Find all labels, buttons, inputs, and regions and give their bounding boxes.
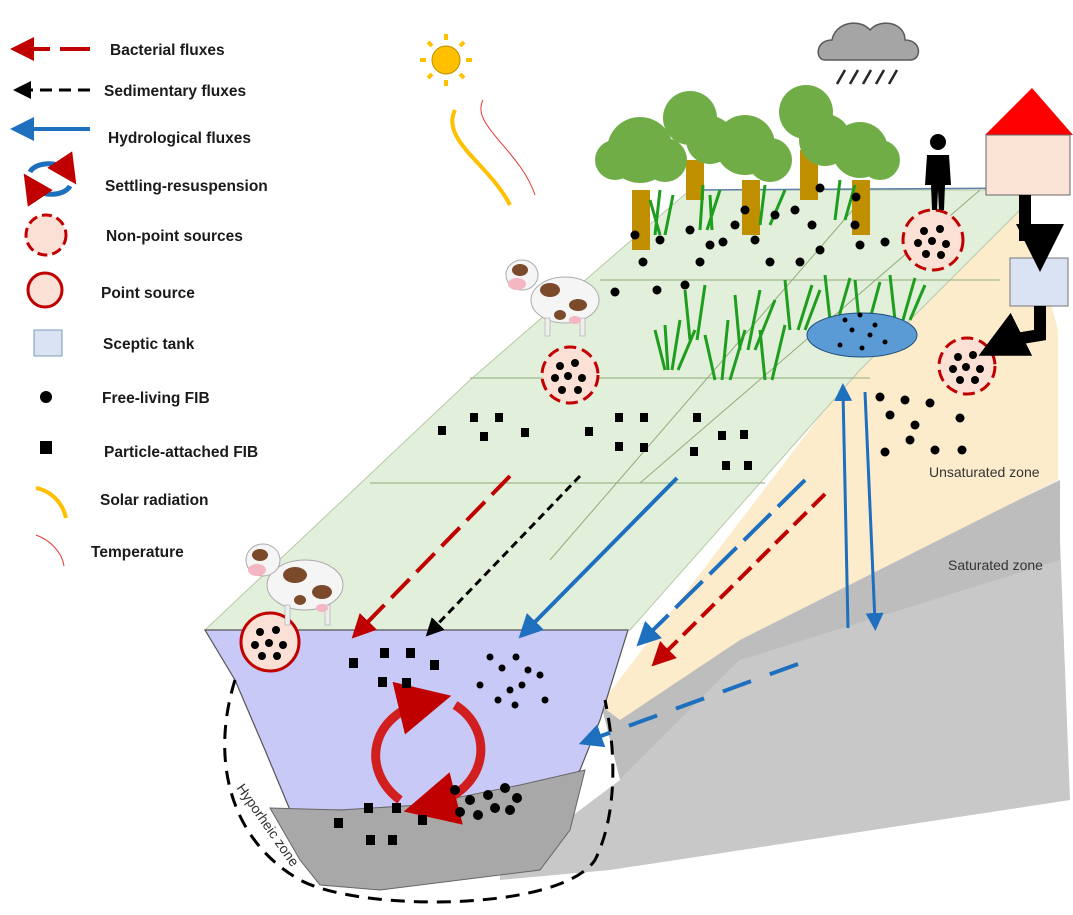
sun-icon xyxy=(420,34,472,86)
hydrological-flux-arrow-groundwater xyxy=(578,662,799,748)
person-icon xyxy=(925,134,951,210)
unsaturated-zone xyxy=(600,205,1058,720)
sedimentary-flux-arrow-field xyxy=(425,474,582,637)
legend-settling-resuspension: Settling-resuspension xyxy=(23,151,268,207)
svg-text:Sedimentary fluxes: Sedimentary fluxes xyxy=(104,83,246,100)
house-body xyxy=(985,134,1071,196)
legend-septic-tank: Sceptic tank xyxy=(33,329,195,357)
pipe-house-to-tank xyxy=(1016,195,1064,272)
pipe-tank-to-ground xyxy=(978,306,1046,356)
cow-icon-lower xyxy=(245,543,344,626)
infiltration-arrow-down xyxy=(863,391,884,631)
free-living-fib-dots xyxy=(450,183,967,820)
non-point-source-yard xyxy=(901,208,965,272)
particle-attached-fib-squares xyxy=(334,413,752,845)
legend-temperature: Temperature xyxy=(35,534,184,567)
non-point-source-markers xyxy=(239,208,997,673)
svg-text:Sceptic tank: Sceptic tank xyxy=(103,336,195,353)
svg-text:Particle-attached FIB: Particle-attached FIB xyxy=(104,444,258,461)
saturated-zone-label: Saturated zone xyxy=(948,557,1043,573)
svg-text:Point source: Point source xyxy=(101,285,195,302)
stream xyxy=(203,629,629,904)
legend-sedimentary-fluxes: Sedimentary fluxes xyxy=(13,81,246,100)
svg-text:Non-point sources: Non-point sources xyxy=(106,228,243,245)
legend-point-source: Point source xyxy=(26,271,195,309)
svg-text:Temperature: Temperature xyxy=(91,544,184,561)
non-point-source-slope xyxy=(937,336,997,396)
house-roof xyxy=(985,88,1073,135)
svg-text:Hydrological fluxes: Hydrological fluxes xyxy=(108,130,251,147)
grass xyxy=(648,179,927,381)
legend-non-point-sources: Non-point sources xyxy=(24,213,243,257)
legend-bacterial-fluxes: Bacterial fluxes xyxy=(10,37,225,61)
saturated-zone-front xyxy=(600,480,1060,780)
hyporheic-boundary xyxy=(223,679,615,904)
legend-free-living-fib: Free-living FIB xyxy=(40,390,210,407)
rain-cloud-icon xyxy=(817,22,920,85)
svg-text:Free-living FIB: Free-living FIB xyxy=(102,390,210,407)
non-point-source-field xyxy=(540,345,600,405)
settling-resuspension-cycle xyxy=(371,681,486,825)
svg-text:Settling-resuspension: Settling-resuspension xyxy=(105,178,268,195)
infiltration-arrow-up xyxy=(834,383,853,629)
cow-icon-upper xyxy=(505,259,600,337)
house xyxy=(985,88,1073,196)
saturated-zone xyxy=(500,540,1070,880)
legend: Bacterial fluxes Sedimentary fluxes Hydr… xyxy=(10,37,268,567)
hydrological-flux-arrow-field xyxy=(518,476,679,639)
septic-tank xyxy=(1009,257,1069,307)
temperature-line xyxy=(480,99,536,196)
bacterial-flux-arrow-subsurface xyxy=(651,492,827,667)
pond xyxy=(806,312,918,358)
svg-text:Bacterial fluxes: Bacterial fluxes xyxy=(110,42,225,59)
flux-arrows xyxy=(351,383,884,748)
svg-text:Solar radiation: Solar radiation xyxy=(100,492,209,509)
solar-radiation-line xyxy=(450,109,512,206)
trees xyxy=(595,85,900,250)
point-source-stream xyxy=(239,611,301,673)
legend-hydrological-fluxes: Hydrological fluxes xyxy=(10,117,251,147)
landscape-block xyxy=(203,187,1070,880)
unsaturated-zone-label: Unsaturated zone xyxy=(929,464,1040,480)
hydrological-flux-arrow-subsurface xyxy=(636,478,807,647)
legend-solar-radiation: Solar radiation xyxy=(35,486,209,519)
legend-particle-attached-fib: Particle-attached FIB xyxy=(40,441,258,461)
